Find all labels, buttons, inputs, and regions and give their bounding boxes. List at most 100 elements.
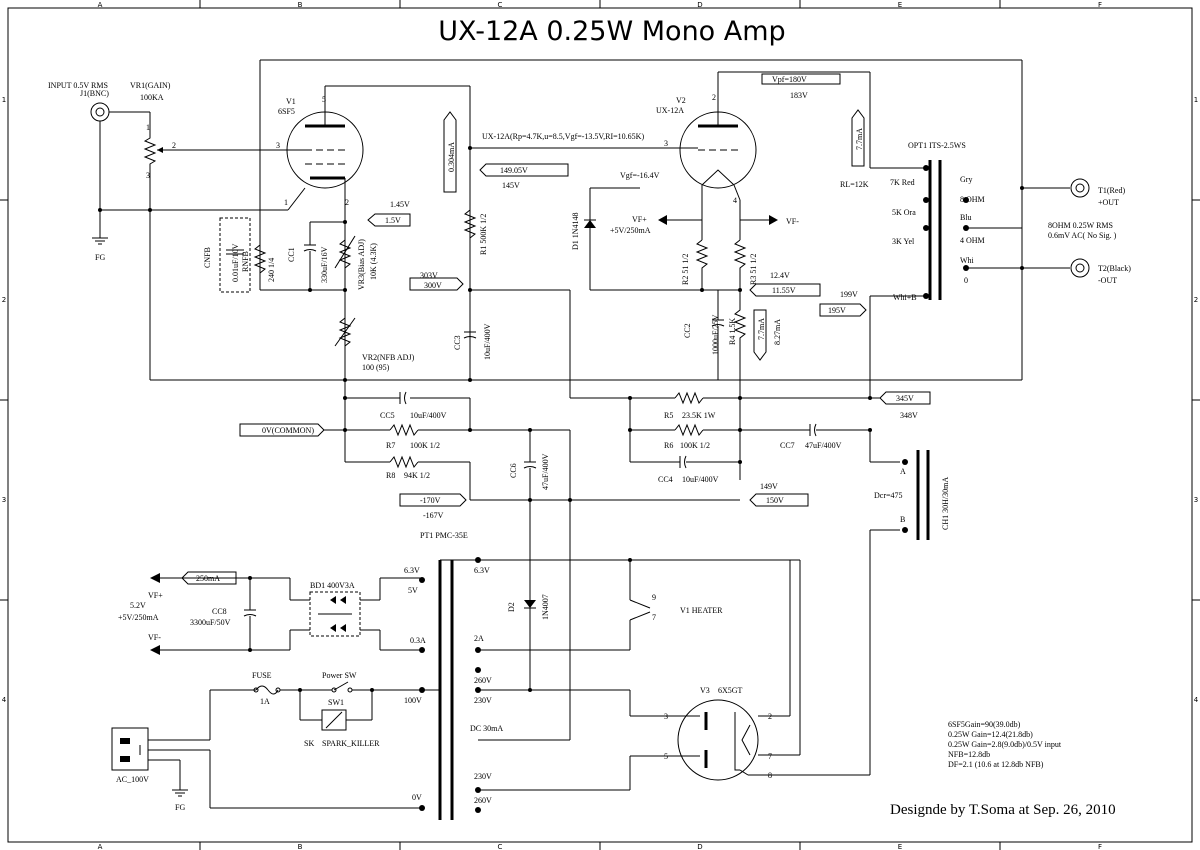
ruler-col-d: D [697,1,702,9]
r7-resistor [389,423,419,437]
vr3-name: VR3(Bias ADJ) [357,239,366,290]
cc3-capacitor [463,331,477,339]
v1-pin2: 2 [345,198,349,207]
stage1-b-measured: 303V [420,271,438,280]
r7-value: 100K 1/2 [410,441,440,450]
ground-icon [92,237,108,245]
cc8-value: 3300uF/50V [190,618,231,627]
r8-label: R8 [386,471,395,480]
v2-pin3: 3 [664,139,668,148]
v1-tube: V1 6SF5 5 3 2 1 [276,95,364,211]
pt1-tap-r-230v: 230V [474,696,492,705]
stage1-cathode: CC1 330uF/16V VR3(Bias ADJ) 10K (4.3K) R… [203,200,415,380]
bnc-jack-icon [90,102,110,122]
v2-pin2: 2 [712,93,716,102]
vr1-value: 100KA [140,93,164,102]
cnfb-label: CNFB [203,247,212,268]
b150-set: 150V [766,496,784,505]
ac-plug-icon [111,727,149,771]
opt1-b-set: 195V [828,306,846,315]
v1-pin3: 3 [276,141,280,150]
v3-pin2: 2 [768,712,772,721]
r3-label: R3 51 1/2 [749,253,758,285]
stage1-cathode-voltage: 1.45V [390,200,410,209]
opt1-tap-0: 0 [964,276,968,285]
pt1-tap-r-2a: 2A [474,634,484,643]
ruler-col-f-bottom: F [1098,843,1102,850]
cc6-value: 47uF/400V [541,453,550,490]
vr2-value: 100 (95) [362,363,390,372]
mains-fg-label: FG [175,803,185,812]
psu-filter: CC5 10uF/400V 0V(COMMON) R7 100K 1/2 R8 … [239,380,950,775]
ruler-col-b-bottom: B [298,843,303,850]
fuse-label: FUSE [252,671,272,680]
spec-notes: 6SF5Gain=90(39.0db) 0.25W Gain=12.4(21.8… [948,720,1062,769]
input-jack-label: J1(BNC) [80,89,109,98]
r3-resistor [733,239,747,290]
r7-label: R7 [386,441,395,450]
v2-vpf-measured: 183V [790,91,808,100]
r5-resistor [674,391,704,405]
v3-pin5: 5 [664,752,668,761]
filament-supply: 250mA VF+ 5.2V +5V/250mA VF- CC8 3300uF/… [118,571,422,655]
v3-pin8: 8 [768,771,772,780]
vr3-resistor [338,239,352,269]
v1-pin5: 5 [322,95,326,104]
b345-set: 345V [896,394,914,403]
plate-current-value: 0.304mA [447,142,456,172]
v2-current-arrow [851,109,865,167]
vf-minus-psu: VF- [148,633,161,642]
cc3-label: CC3 [453,335,462,350]
v3-name: V3 [700,686,710,695]
v3-rectifier: V3 6X5GT 3 5 2 7 8 [664,560,870,781]
cc7-value: 47uF/400V [805,441,842,450]
input-heading: INPUT 0.5V RMS [48,81,108,90]
vf-plus-psu: VF+ [148,591,163,600]
fuse-value: 1A [260,697,270,706]
vf-minus-label: VF- [786,217,799,226]
ruler-col-d-bottom: D [697,843,702,850]
r1-resistor [463,209,477,239]
r5-label: R5 [664,411,673,420]
ruler-col-c-bottom: C [498,843,503,850]
pt1-tap-6v3: 6.3V [404,566,420,575]
designer-credit: Designde by T.Soma at Sep. 26, 2010 [890,802,1116,818]
r6-value: 100K 1/2 [680,441,710,450]
filament-network: D1 1N4148 VF+ +5V/250mA VF- R2 51 1/2 R3… [571,187,821,480]
v3-type: 6X5GT [718,686,743,695]
vr1-resistor [143,135,157,168]
v2-rl: RL=12K [840,180,869,189]
v2-params: UX-12A(Rp=4.7K,u=8.5,Vgf=-13.5V,RI=10.65… [482,132,644,141]
cc5-label: CC5 [380,411,395,420]
cc6-label: CC6 [509,463,518,478]
r8-value: 94K 1/2 [404,471,430,480]
rnfb-value: 240 1/4 [267,258,276,282]
v2-tube: V2 UX-12A 2 4 [656,72,757,240]
pt1-tap-0v3a: 0.3A [410,636,426,645]
opt1-tap-8ohm: 8 OHM [960,195,985,204]
vr1-name: VR1(GAIN) [130,81,171,90]
ruler-col-c: C [498,1,503,9]
ruler-col-a-bottom: A [98,843,103,850]
bias-set: 11.55V [772,286,796,295]
heater-pin9: 9 [652,593,656,602]
cc4-label: CC4 [658,475,673,484]
cc2-label: CC2 [683,323,692,338]
v2-current: 7.7mA [855,128,864,150]
cc2-value: 1000uF/25V [711,314,720,355]
v2-vpf: Vpf=180V [772,75,807,84]
b345-measured: 348V [900,411,918,420]
v2-pin4: 4 [733,196,737,205]
ruler-row-2-right: 2 [1194,296,1198,304]
vr1-pin1: 1 [146,123,150,132]
mains-ground-icon [172,789,188,797]
v3-pin3: 3 [664,712,668,721]
bd1-label: BD1 400V3A [310,581,355,590]
opt1-tap-whi: Whi [960,256,975,265]
heater-pin7: 7 [652,613,656,622]
stage1-b-set: 300V [424,281,442,290]
r1-label: R1 500K 1/2 [479,214,488,255]
output-jacks: T1(Red) +OUT T2(Black) -OUT 8OHM 0.25W R… [1048,178,1131,285]
opt1-b-measured: 199V [840,290,858,299]
stage2-grid-set: 149.05V [500,166,528,175]
